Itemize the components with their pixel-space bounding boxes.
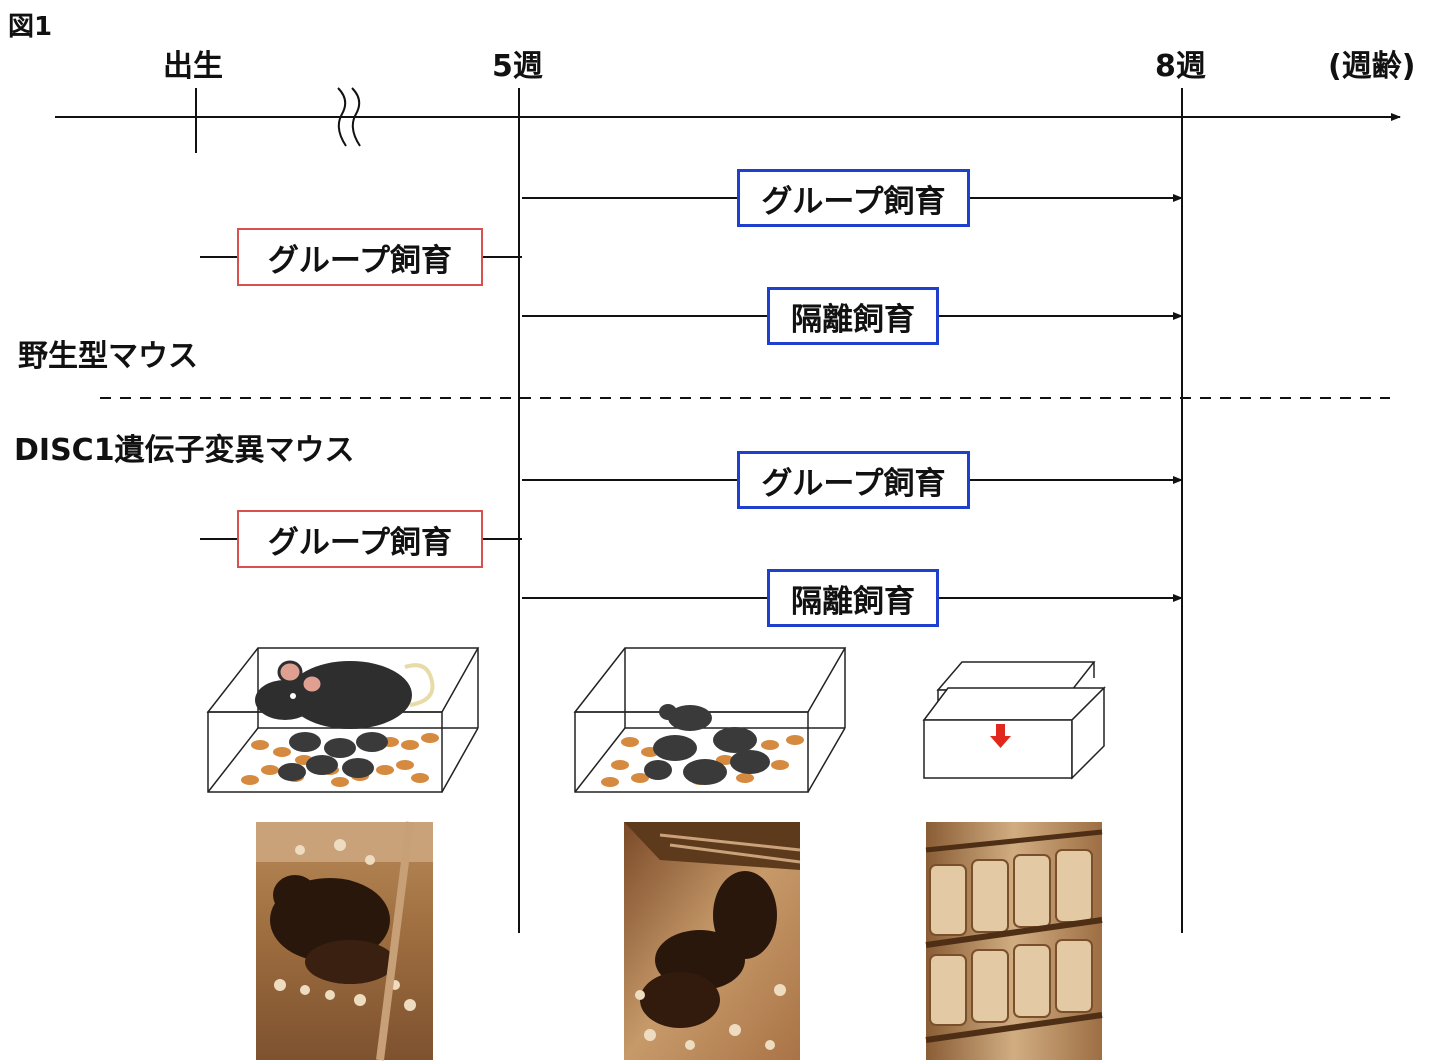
photo-isolation-cage-rack: [925, 822, 1103, 1060]
cage-group-of-mice-icon: [573, 647, 847, 793]
birth-label: 出生: [163, 49, 223, 84]
figure-label: 図1: [8, 12, 53, 42]
week8-label: 8週: [1155, 49, 1206, 84]
unit-label: (週齢): [1328, 49, 1416, 84]
wild-type-group-label: 野生型マウス: [18, 339, 198, 374]
disc1-pre-group-housing-box: グループ飼育: [237, 510, 483, 568]
axis-break-icon: [337, 87, 361, 147]
disc1-post-group-housing-box: グループ飼育: [737, 451, 970, 509]
wt-pre-group-housing-box: グループ飼育: [237, 228, 483, 286]
cage-mother-with-pups-icon: [206, 647, 480, 793]
disc1-group-label: DISC1遺伝子変異マウス: [14, 433, 355, 468]
photo-group-housed-mice: [624, 822, 801, 1060]
wt-isolation-housing-box: 隔離飼育: [767, 287, 939, 345]
photo-mother-with-pups: [256, 821, 433, 1061]
disc1-isolation-housing-box: 隔離飼育: [767, 569, 939, 627]
wt-post-group-housing-box: グループ飼育: [737, 169, 970, 227]
week5-label: 5週: [492, 49, 543, 84]
cage-single-mouse-icon: [922, 661, 1106, 780]
